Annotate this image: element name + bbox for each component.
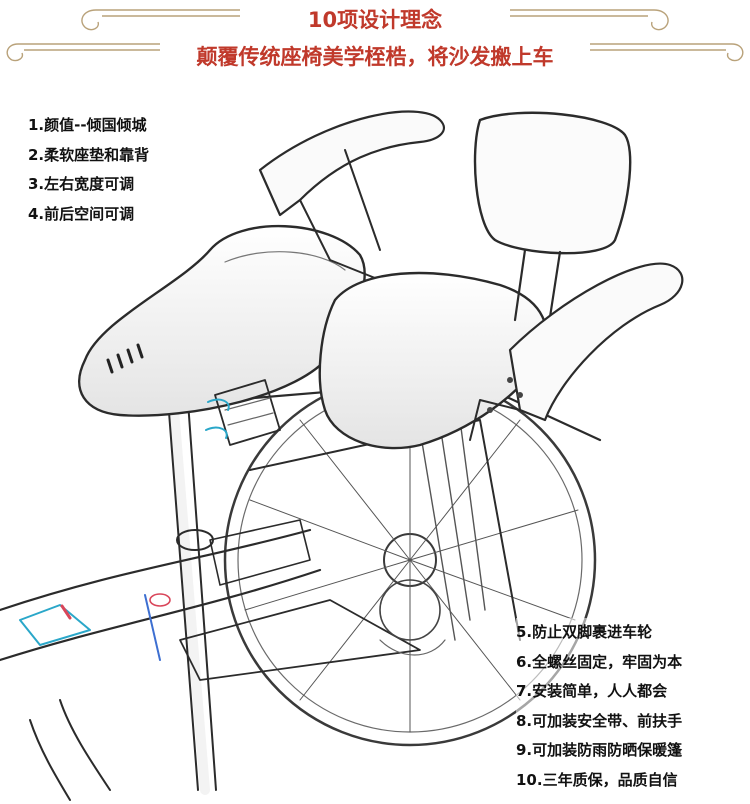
feature-item: 8.可加装安全带、前扶手 [516, 706, 683, 736]
feature-item: 5.防止双脚裹进车轮 [516, 618, 683, 648]
page-title: 10项设计理念 [307, 8, 443, 32]
page-subtitle: 颠覆传统座椅美学桎梏，将沙发搬上车 [196, 45, 554, 69]
feature-item: 6.全螺丝固定，牢固为本 [516, 647, 683, 677]
bicycle-rear-seat-sketch-icon [0, 110, 684, 801]
feature-item: 7.安装简单，人人都会 [516, 677, 683, 707]
feature-list-left: 1.颜值--倾国倾城 2.柔软座垫和靠背 3.左右宽度可调 4.前后空间可调 [28, 111, 149, 229]
feature-item: 1.颜值--倾国倾城 [28, 116, 147, 134]
header-banner: 10项设计理念 颠覆传统座椅美学桎梏，将沙发搬上车 [0, 0, 750, 80]
feature-item: 10.三年质保，品质自信 [516, 765, 683, 795]
header-ornament-icon [6, 9, 744, 62]
feature-item: 4.前后空间可调 [28, 204, 135, 223]
feature-item: 9.可加装防雨防晒保暖篷 [516, 736, 683, 766]
feature-item: 3.左右宽度可调 [28, 175, 135, 193]
feature-item: 2.柔软座垫和靠背 [28, 145, 150, 164]
feature-list-right: 5.防止双脚裹进车轮 6.全螺丝固定，牢固为本 7.安装简单，人人都会 8.可加… [516, 618, 683, 795]
